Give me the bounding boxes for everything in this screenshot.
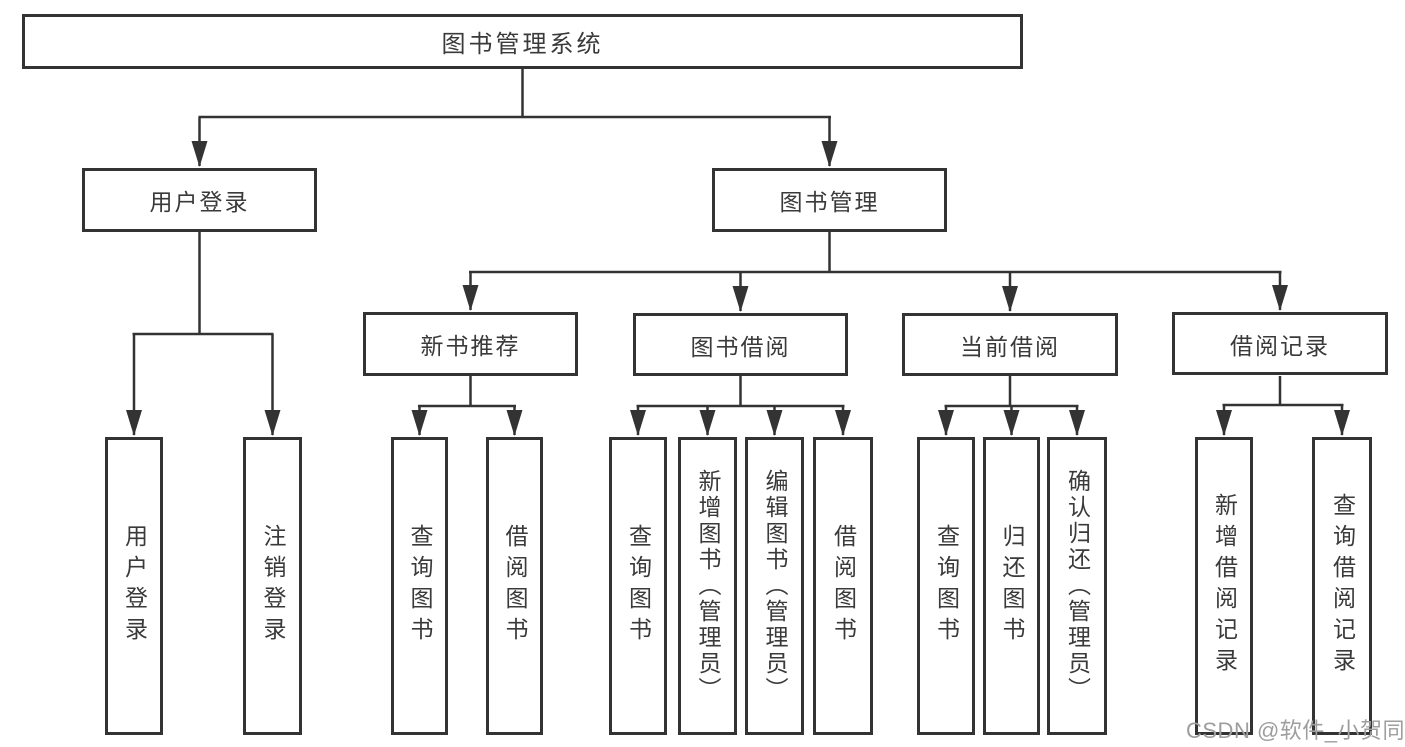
node-label: 图书管理系统 bbox=[441, 31, 604, 58]
leaf-borrowing-borrow-books: 借阅图书 bbox=[813, 437, 873, 735]
node-borrowing-records: 借阅记录 bbox=[1172, 312, 1388, 375]
node-book-borrowing: 图书借阅 bbox=[633, 313, 848, 376]
node-label: 用户登录 bbox=[121, 524, 148, 648]
node-label: 新书推荐 bbox=[420, 333, 521, 359]
leaf-records-add-record: 新增借阅记录 bbox=[1195, 437, 1253, 735]
node-label: 归还图书 bbox=[999, 524, 1025, 648]
node-user-login: 用户登录 bbox=[82, 168, 317, 232]
connector-records-children bbox=[1216, 376, 1350, 436]
node-current-borrowing: 当前借阅 bbox=[902, 313, 1118, 376]
node-label: 查询图书 bbox=[625, 524, 652, 648]
leaf-newbook-borrow-books: 借阅图书 bbox=[486, 437, 543, 735]
node-label: 新增图书（管理员） bbox=[695, 469, 721, 703]
node-label: 注销登录 bbox=[260, 524, 286, 648]
leaf-current-query-books: 查询图书 bbox=[917, 437, 975, 735]
node-label: 确认归还（管理员） bbox=[1064, 469, 1091, 703]
node-book-management: 图书管理 bbox=[712, 168, 947, 232]
node-label: 查询图书 bbox=[933, 524, 960, 648]
node-label: 图书管理 bbox=[779, 189, 880, 215]
node-label: 查询图书 bbox=[407, 524, 433, 648]
leaf-logout: 注销登录 bbox=[243, 437, 302, 735]
leaf-borrowing-edit-books-admin: 编辑图书（管理员） bbox=[745, 437, 804, 735]
connector-user-login-children bbox=[126, 231, 281, 436]
connector-book-mgmt-children bbox=[462, 231, 1288, 312]
node-label: 查询借阅记录 bbox=[1329, 493, 1356, 679]
leaf-user-login: 用户登录 bbox=[105, 437, 163, 735]
connector-new-books-children bbox=[411, 376, 523, 436]
node-label: 借阅图书 bbox=[830, 524, 857, 648]
leaf-borrowing-query-books: 查询图书 bbox=[609, 437, 667, 735]
node-label: 当前借阅 bbox=[960, 333, 1060, 360]
node-label: 编辑图书（管理员） bbox=[762, 469, 788, 703]
leaf-current-confirm-return-admin: 确认归还（管理员） bbox=[1047, 437, 1107, 735]
node-new-book-recommend: 新书推荐 bbox=[363, 312, 578, 376]
node-label: 借阅记录 bbox=[1230, 332, 1330, 359]
leaf-records-query-record: 查询借阅记录 bbox=[1312, 437, 1372, 735]
leaf-newbook-query-books: 查询图书 bbox=[391, 437, 448, 735]
connector-borrowing-children bbox=[630, 376, 851, 436]
node-library-system: 图书管理系统 bbox=[22, 14, 1023, 69]
leaf-current-return-books: 归还图书 bbox=[983, 437, 1040, 735]
node-label: 用户登录 bbox=[149, 189, 250, 215]
connector-current-children bbox=[938, 376, 1085, 436]
node-label: 借阅图书 bbox=[502, 524, 528, 648]
leaf-borrowing-add-books-admin: 新增图书（管理员） bbox=[678, 437, 737, 735]
watermark: CSDN @软件_小贺同学 bbox=[1186, 718, 1405, 743]
node-label: 图书借阅 bbox=[690, 333, 791, 360]
connector-root-to-level2 bbox=[191, 69, 838, 167]
node-label: 新增借阅记录 bbox=[1211, 493, 1238, 679]
